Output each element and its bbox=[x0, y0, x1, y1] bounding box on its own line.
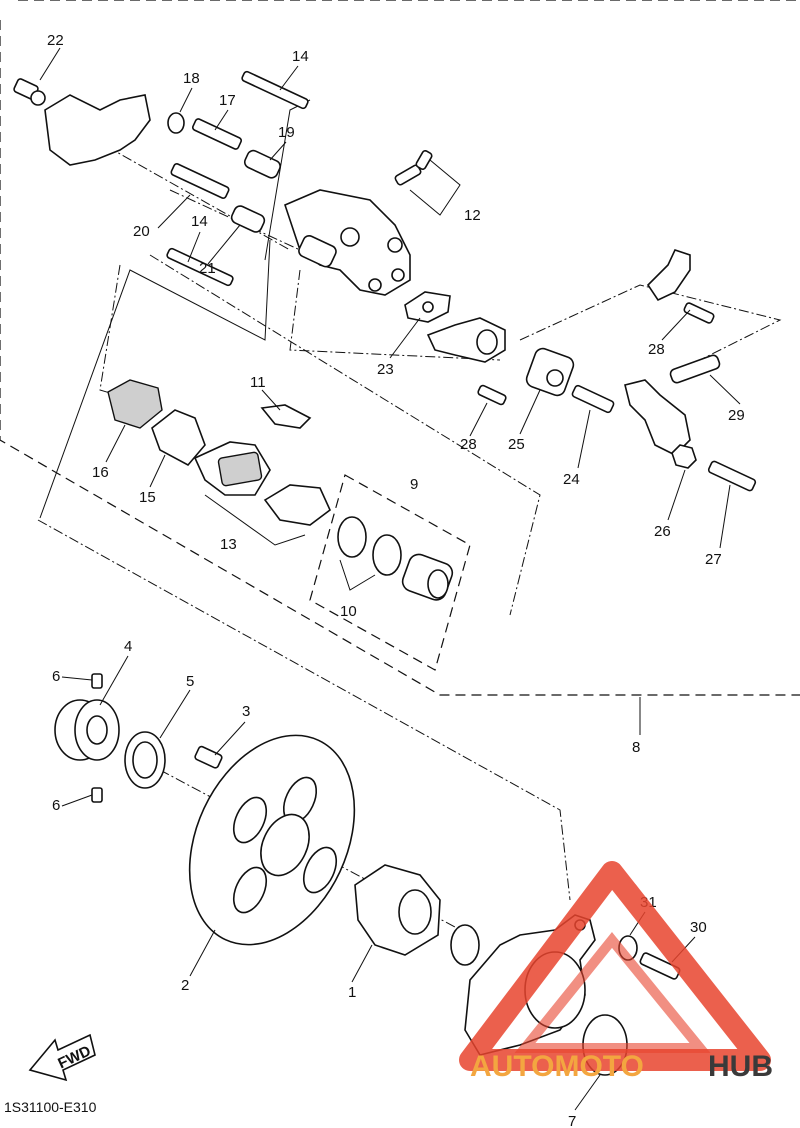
callout-27: 27 bbox=[705, 551, 722, 568]
part-2-brake-disc bbox=[188, 734, 356, 946]
o-ring bbox=[450, 924, 480, 966]
callout-18: 18 bbox=[183, 70, 200, 87]
callout-leaders bbox=[39, 47, 741, 1111]
part-29-spring bbox=[669, 354, 721, 384]
drawing-code: 1S31100-E310 bbox=[4, 1099, 97, 1115]
callout-17: 17 bbox=[219, 92, 236, 109]
callout-25: 25 bbox=[508, 436, 525, 453]
part-6-screw-top bbox=[91, 673, 103, 689]
part-4-hub-nut bbox=[54, 699, 120, 761]
callout-16: 16 bbox=[92, 464, 109, 481]
part-30-bolt bbox=[639, 952, 681, 980]
callout-24: 24 bbox=[563, 471, 580, 488]
callout-28b: 28 bbox=[648, 341, 665, 358]
callout-13: 13 bbox=[220, 536, 237, 553]
callout-7: 7 bbox=[568, 1113, 576, 1128]
callout-5: 5 bbox=[186, 673, 194, 690]
callout-4: 4 bbox=[124, 638, 132, 655]
part-19-boot bbox=[243, 149, 281, 179]
callout-6b: 6 bbox=[52, 797, 60, 814]
callout-14a: 14 bbox=[292, 48, 309, 65]
part-11-pad-spring bbox=[260, 404, 312, 429]
callout-1: 1 bbox=[348, 984, 356, 1001]
assembly-boundary bbox=[0, 0, 800, 696]
part-5-washer bbox=[124, 731, 166, 789]
part-28-bolt-left bbox=[477, 384, 507, 406]
fwd-arrow-icon: FWD bbox=[28, 1033, 96, 1082]
upper-bracket bbox=[646, 249, 691, 302]
callout-20: 20 bbox=[133, 223, 150, 240]
part-14-pin-lower bbox=[166, 247, 234, 287]
callout-11: 11 bbox=[250, 374, 266, 391]
watermark-triangle-icon bbox=[459, 861, 771, 1071]
callout-22: 22 bbox=[47, 32, 64, 49]
part-13-pad-right bbox=[263, 484, 331, 526]
callout-29: 29 bbox=[728, 407, 745, 424]
callout-30: 30 bbox=[690, 919, 707, 936]
callout-23: 23 bbox=[377, 361, 394, 378]
callout-15: 15 bbox=[139, 489, 156, 506]
callout-9: 9 bbox=[410, 476, 418, 493]
part-20-pin bbox=[170, 163, 230, 199]
part-12-bleeder bbox=[394, 150, 433, 186]
part-1-hub bbox=[354, 864, 441, 956]
part-25-bushing bbox=[525, 347, 575, 397]
part-28-bolt-right bbox=[683, 302, 715, 324]
part-22-pin bbox=[13, 78, 46, 106]
part-27-bolt bbox=[707, 460, 757, 492]
part-15-shim bbox=[151, 409, 206, 467]
part-10-seal-b bbox=[372, 534, 402, 576]
callout-10: 10 bbox=[340, 603, 357, 620]
part-16-shim bbox=[107, 379, 163, 429]
callout-28a: 28 bbox=[460, 436, 477, 453]
part-3-bolt bbox=[194, 745, 223, 769]
brake-piston bbox=[401, 553, 454, 601]
callout-19: 19 bbox=[278, 124, 295, 141]
automotohub-watermark: AUTOMOTO HUB bbox=[459, 861, 773, 1083]
part-14-pin-upper bbox=[241, 70, 309, 110]
part-17-bleed-screw bbox=[191, 118, 243, 150]
part-26-nut bbox=[671, 444, 697, 469]
part-18-washer bbox=[167, 112, 185, 134]
callout-3: 3 bbox=[242, 703, 250, 720]
watermark-text-hub: HUB bbox=[708, 1050, 773, 1083]
brake-caliper-body bbox=[284, 189, 411, 296]
part-24-bolt bbox=[571, 384, 615, 414]
callout-14b: 14 bbox=[191, 213, 208, 230]
callout-6a: 6 bbox=[52, 668, 60, 685]
part-21-boot bbox=[230, 205, 266, 233]
callout-21: 21 bbox=[199, 260, 216, 277]
caliper-bracket bbox=[44, 94, 151, 166]
watermark-text-automoto: AUTOMOTO bbox=[470, 1050, 644, 1083]
part-6-screw-bottom bbox=[91, 787, 103, 803]
lower-bracket bbox=[624, 379, 691, 456]
callout-12: 12 bbox=[464, 207, 481, 224]
callout-2: 2 bbox=[181, 977, 189, 994]
callout-8: 8 bbox=[632, 739, 640, 756]
part-10-seal-a bbox=[337, 516, 367, 558]
callout-26: 26 bbox=[654, 523, 671, 540]
piston-kit-boundary bbox=[309, 474, 471, 671]
